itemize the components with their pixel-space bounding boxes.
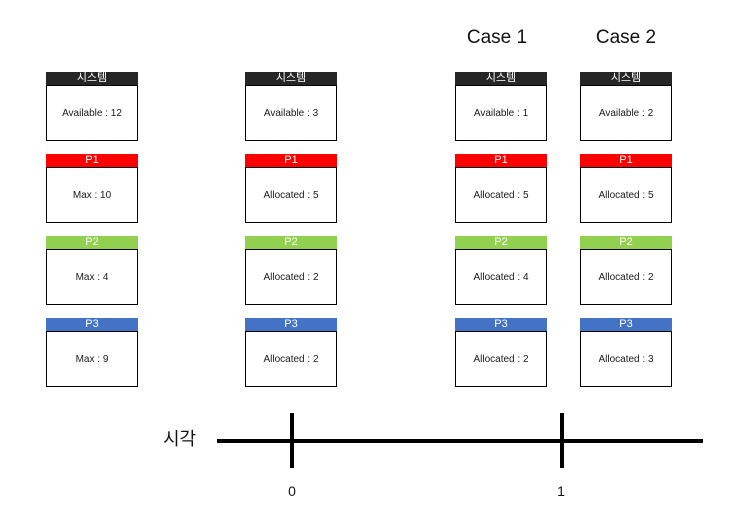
p1-box: P1 Allocated : 5 [455,154,547,223]
system-box-header: 시스템 [46,72,138,85]
system-box-header: 시스템 [455,72,547,85]
p2-box-header: P2 [455,236,547,249]
column-case-2: 시스템 Available : 2 P1 Allocated : 5 P2 Al… [580,72,672,400]
timeline-tick-0 [290,413,294,468]
p2-box-header: P2 [46,236,138,249]
p1-box-value: Allocated : 5 [245,167,337,223]
system-box: 시스템 Available : 1 [455,72,547,141]
system-box-value: Available : 12 [46,85,138,141]
p2-box-header: P2 [245,236,337,249]
p3-box: P3 Allocated : 3 [580,318,672,387]
system-box-header: 시스템 [580,72,672,85]
p2-box: P2 Allocated : 2 [580,236,672,305]
p2-box: P2 Max : 4 [46,236,138,305]
p1-box-value: Allocated : 5 [455,167,547,223]
p1-box: P1 Allocated : 5 [580,154,672,223]
p1-box: P1 Max : 10 [46,154,138,223]
system-box-header: 시스템 [245,72,337,85]
p2-box-value: Max : 4 [46,249,138,305]
p1-box-value: Allocated : 5 [580,167,672,223]
case-2-title: Case 2 [595,27,657,48]
system-box-value: Available : 2 [580,85,672,141]
p3-box-value: Allocated : 3 [580,331,672,387]
column-initial-max: 시스템 Available : 12 P1 Max : 10 P2 Max : … [46,72,138,400]
timeline-axis-line [217,439,703,443]
p3-box-header: P3 [46,318,138,331]
p3-box: P3 Max : 9 [46,318,138,387]
p1-box-value: Max : 10 [46,167,138,223]
timeline-tick-0-label: 0 [288,483,296,499]
p3-box: P3 Allocated : 2 [245,318,337,387]
system-box: 시스템 Available : 12 [46,72,138,141]
p3-box-value: Max : 9 [46,331,138,387]
timeline-tick-1 [560,413,564,468]
p1-box-header: P1 [46,154,138,167]
p3-box-header: P3 [580,318,672,331]
timeline-axis-label: 시각 [163,429,197,449]
system-box: 시스템 Available : 2 [580,72,672,141]
p2-box-value: Allocated : 2 [245,249,337,305]
p2-box-value: Allocated : 2 [580,249,672,305]
case-1-title: Case 1 [466,27,528,48]
p3-box-value: Allocated : 2 [455,331,547,387]
p1-box-header: P1 [580,154,672,167]
p1-box: P1 Allocated : 5 [245,154,337,223]
p1-box-header: P1 [245,154,337,167]
p3-box-header: P3 [455,318,547,331]
p3-box-header: P3 [245,318,337,331]
timeline-tick-1-label: 1 [557,483,565,499]
p1-box-header: P1 [455,154,547,167]
p2-box: P2 Allocated : 4 [455,236,547,305]
p2-box: P2 Allocated : 2 [245,236,337,305]
p2-box-header: P2 [580,236,672,249]
p2-box-value: Allocated : 4 [455,249,547,305]
column-time-0: 시스템 Available : 3 P1 Allocated : 5 P2 Al… [245,72,337,400]
system-box-value: Available : 1 [455,85,547,141]
system-box-value: Available : 3 [245,85,337,141]
p3-box: P3 Allocated : 2 [455,318,547,387]
system-box: 시스템 Available : 3 [245,72,337,141]
column-case-1: 시스템 Available : 1 P1 Allocated : 5 P2 Al… [455,72,547,400]
p3-box-value: Allocated : 2 [245,331,337,387]
